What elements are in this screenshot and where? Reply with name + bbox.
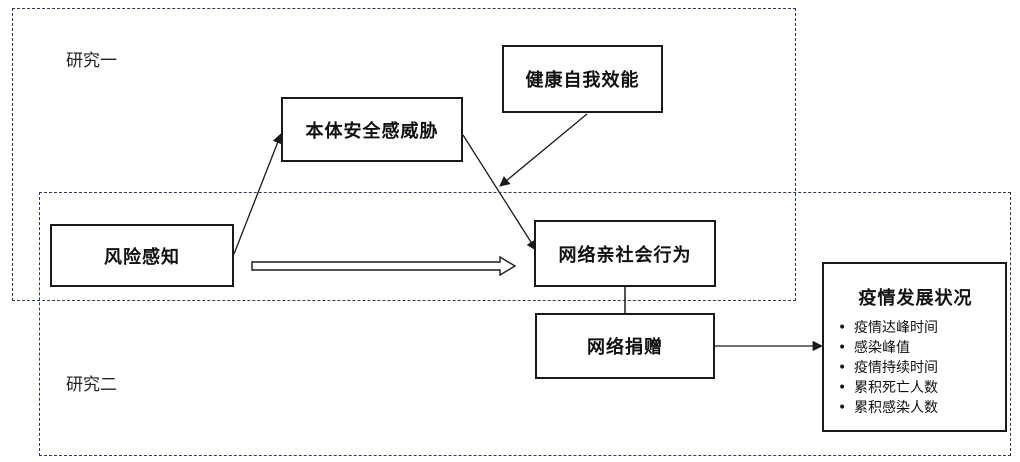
arrow-efficacy-moderation bbox=[499, 113, 588, 187]
list-item: 感染峰值 bbox=[838, 338, 995, 358]
node-ontological-threat: 本体安全感威胁 bbox=[281, 97, 463, 162]
list-item: 累积死亡人数 bbox=[838, 378, 995, 398]
list-item: 疫情持续时间 bbox=[838, 358, 995, 378]
study2-label: 研究二 bbox=[66, 375, 117, 395]
outcome-list: 疫情达峰时间 感染峰值 疫情持续时间 累积死亡人数 累积感染人数 bbox=[836, 318, 995, 418]
arrow-threat-to-prosocial bbox=[462, 134, 537, 251]
outcome-box: 疫情发展状况 疫情达峰时间 感染峰值 疫情持续时间 累积死亡人数 累积感染人数 bbox=[822, 262, 1007, 432]
list-item: 累积感染人数 bbox=[838, 398, 995, 418]
study1-label: 研究一 bbox=[66, 51, 117, 71]
outcome-title: 疫情发展状况 bbox=[858, 288, 973, 309]
study2-region bbox=[39, 192, 1011, 456]
node-online-prosocial: 网络亲社会行为 bbox=[534, 220, 716, 287]
study1-region bbox=[12, 8, 796, 301]
arrow-risk-to-threat bbox=[233, 133, 283, 255]
list-item: 疫情达峰时间 bbox=[838, 318, 995, 338]
node-risk-perception: 风险感知 bbox=[50, 224, 234, 287]
node-online-donation: 网络捐赠 bbox=[535, 313, 715, 379]
node-health-efficacy: 健康自我效能 bbox=[502, 45, 663, 113]
arrow-risk-to-prosocial bbox=[251, 255, 517, 277]
